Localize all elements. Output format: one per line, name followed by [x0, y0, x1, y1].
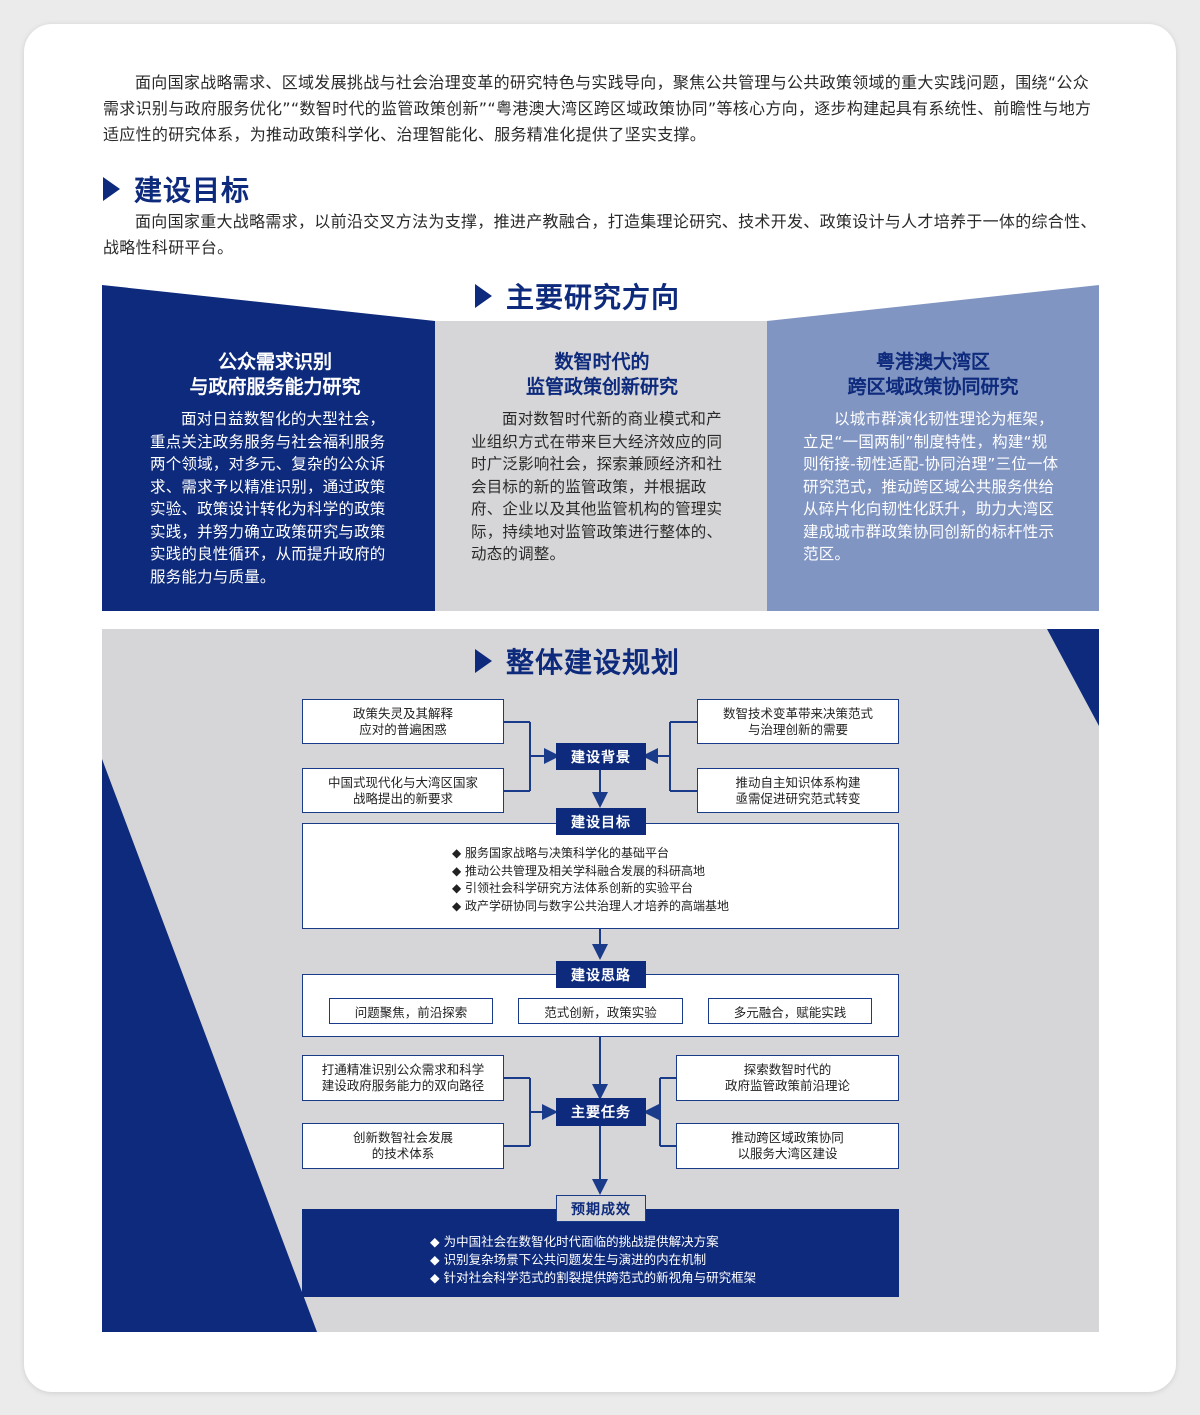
direction-card-public-demand: 公众需求识别 与政府服务能力研究 面对日益数智化的大型社会，重点关注政务服务与社… [114, 320, 436, 611]
goals-box [302, 823, 899, 929]
task-box-public-demand: 打通精准识别公众需求和科学 建设政府服务能力的双向路径 [302, 1055, 504, 1101]
direction-card-regulation: 数智时代的 监管政策创新研究 面对数智时代新的商业模式和产业组织方式在带来巨大经… [435, 320, 767, 611]
direction-title: 数智时代的 监管政策创新研究 [525, 351, 678, 398]
results-list: ◆ 为中国社会在数智化时代面临的挑战提供解决方案 ◆ 识别复杂场景下公共问题发生… [430, 1233, 756, 1287]
directions-heading: 主要研究方向 [475, 276, 680, 316]
result-item: ◆ 为中国社会在数智化时代面临的挑战提供解决方案 [430, 1234, 719, 1249]
triangle-bullet-icon [103, 177, 120, 201]
goal-paragraph: 面向国家重大战略需求，以前沿交叉方法为支撑，推进产教融合，打造集理论研究、技术开… [103, 212, 1097, 257]
task-box-tech-system: 创新数智社会发展 的技术体系 [302, 1123, 504, 1169]
goal-item: ◆ 推动公共管理及相关学科融合发展的科研高地 [452, 863, 706, 878]
goal-item: ◆ 政产学研协同与数字公共治理人才培养的高端基地 [452, 898, 730, 913]
idea-item: 范式创新，政策实验 [518, 998, 683, 1024]
goal-item: ◆ 引领社会科学研究方法体系创新的实验平台 [452, 881, 694, 895]
label-tasks: 主要任务 [556, 1098, 646, 1126]
task-box-regional-coordination: 推动跨区域政策协同 以服务大湾区建设 [676, 1123, 899, 1169]
background-box-knowledge-system: 推动自主知识体系构建 亟需促进研究范式转变 [697, 768, 899, 813]
intro-paragraph: 面向国家战略需求、区域发展挑战与社会治理变革的研究特色与实践导向，聚焦公共管理与… [103, 73, 1092, 144]
background-box-chinese-modernization: 中国式现代化与大湾区国家 战略提出的新要求 [302, 768, 504, 813]
triangle-bullet-icon [475, 649, 492, 673]
triangle-bullet-icon [475, 284, 492, 308]
direction-body: 面对数智时代新的商业模式和产业组织方式在带来巨大经济效应的同时广泛影响社会，探索… [471, 410, 723, 563]
directions-backdrop [102, 285, 1099, 611]
results-box [302, 1209, 899, 1297]
direction-card-greater-bay-area: 粤港澳大湾区 跨区域政策协同研究 以城市群演化韧性理论为框架，立足“一国两制”制… [767, 320, 1099, 611]
direction-body: 以城市群演化韧性理论为框架，立足“一国两制”制度特性，构建“规则衔接-韧性适配-… [803, 410, 1059, 563]
goals-list: ◆ 服务国家战略与决策科学化的基础平台 ◆ 推动公共管理及相关学科融合发展的科研… [452, 845, 729, 915]
background-box-policy-failure: 政策失灵及其解释 应对的普遍困惑 [302, 699, 504, 744]
result-item: ◆ 识别复杂场景下公共问题发生与演进的内在机制 [430, 1252, 707, 1267]
task-box-regulation-theory: 探索数智时代的 政府监管政策前沿理论 [676, 1055, 899, 1101]
background-box-digital-transformation: 数智技术变革带来决策范式 与治理创新的需要 [697, 699, 899, 744]
label-goals: 建设目标 [556, 808, 646, 835]
plan-heading: 整体建设规划 [475, 641, 680, 681]
label-results: 预期成效 [556, 1195, 646, 1222]
result-item: ◆ 针对社会科学范式的割裂提供跨范式的新视角与研究框架 [430, 1270, 757, 1285]
goal-item: ◆ 服务国家战略与决策科学化的基础平台 [452, 846, 670, 860]
label-ideas: 建设思路 [556, 961, 646, 988]
direction-body: 面对日益数智化的大型社会，重点关注政务服务与社会福利服务两个领域，对多元、复杂的… [150, 410, 386, 586]
goal-heading: 建设目标 [103, 169, 250, 209]
label-background: 建设背景 [556, 743, 646, 770]
direction-title: 粤港澳大湾区 跨区域政策协同研究 [847, 351, 1019, 398]
direction-title: 公众需求识别 与政府服务能力研究 [189, 351, 361, 398]
idea-item: 问题聚焦，前沿探索 [329, 998, 493, 1024]
idea-item: 多元融合，赋能实践 [708, 998, 872, 1024]
